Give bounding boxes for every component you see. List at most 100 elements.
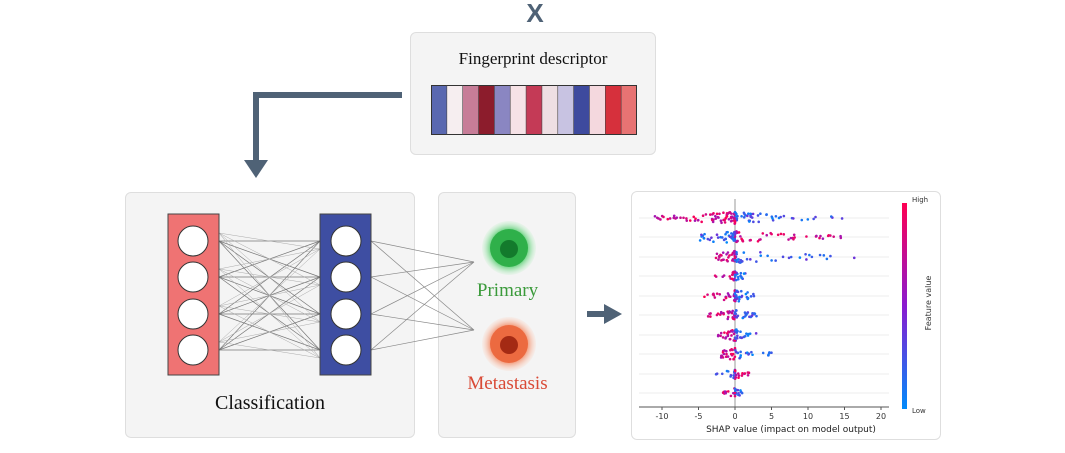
shap-point <box>672 214 676 218</box>
shap-point <box>736 275 740 279</box>
shap-point <box>744 292 748 296</box>
shap-point <box>710 236 713 239</box>
shap-tick-label: 0 <box>732 412 737 421</box>
shap-point <box>754 332 758 335</box>
shap-point <box>713 274 717 277</box>
shap-point <box>747 220 751 223</box>
shap-point <box>737 299 741 303</box>
shap-point <box>755 314 758 318</box>
shap-tick-label: 15 <box>839 412 849 421</box>
shap-tick-label: 10 <box>803 412 813 421</box>
shap-point <box>759 212 762 216</box>
shap-point <box>722 311 725 315</box>
fingerprint-bit <box>557 85 575 135</box>
shap-point <box>685 217 688 220</box>
shap-point <box>757 220 761 224</box>
shap-point <box>829 215 833 218</box>
shap-point <box>735 316 739 319</box>
shap-point <box>715 292 719 295</box>
shap-point <box>755 260 758 263</box>
input-node <box>177 334 209 366</box>
shap-point <box>727 256 730 259</box>
shap-point <box>706 237 710 241</box>
metastasis-cell-icon <box>482 317 536 371</box>
shap-point <box>733 387 737 391</box>
shap-point <box>718 293 722 296</box>
shap-point <box>765 233 769 237</box>
shap-point <box>747 212 750 215</box>
shap-point <box>733 258 737 262</box>
shap-point <box>747 352 751 356</box>
shap-point <box>748 239 752 242</box>
shap-point <box>740 374 744 377</box>
shap-point <box>740 336 744 340</box>
shap-point <box>806 218 810 221</box>
shap-point <box>729 394 733 398</box>
shap-point <box>821 237 825 240</box>
shap-point <box>814 215 817 219</box>
shap-point <box>712 240 715 244</box>
shap-point <box>720 372 724 376</box>
shap-point <box>730 311 734 315</box>
shap-point <box>742 335 746 339</box>
shap-point <box>713 296 717 299</box>
shap-point <box>792 237 795 241</box>
hidden-node <box>330 334 362 366</box>
shap-point <box>740 237 743 241</box>
shap-point <box>752 220 755 224</box>
shap-point <box>731 259 734 262</box>
shap-point <box>761 351 765 355</box>
shap-point <box>730 253 734 256</box>
shap-point <box>798 256 802 259</box>
shap-point <box>723 221 727 224</box>
shap-point <box>746 373 750 377</box>
fingerprint-bar <box>431 85 637 135</box>
shap-point <box>739 274 742 278</box>
shap-point <box>715 252 719 256</box>
shap-point <box>815 234 818 238</box>
shap-point <box>733 394 737 398</box>
shap-point <box>728 330 731 334</box>
shap-point <box>706 315 710 318</box>
shap-point <box>750 314 754 317</box>
shap-point <box>734 278 738 282</box>
shap-point <box>732 332 736 336</box>
shap-point <box>734 309 738 312</box>
shap-point <box>771 218 775 222</box>
fingerprint-bit <box>605 85 622 135</box>
shap-point <box>746 214 749 218</box>
shap-point <box>736 290 740 294</box>
shap-point <box>792 217 795 220</box>
shap-point <box>685 219 689 222</box>
fingerprint-bit <box>510 85 527 135</box>
fingerprint-bit <box>478 85 495 135</box>
shap-point <box>723 349 726 352</box>
shap-point <box>723 390 727 393</box>
fingerprint-bit <box>526 85 543 135</box>
shap-point <box>732 278 736 282</box>
shap-point <box>818 253 822 257</box>
shap-point <box>736 214 739 218</box>
shap-point <box>808 253 811 257</box>
shap-point <box>702 237 706 240</box>
shap-point <box>741 316 745 320</box>
shap-point <box>731 309 734 313</box>
shap-point <box>753 312 757 315</box>
shap-point <box>718 212 721 216</box>
fingerprint-bit <box>462 85 480 135</box>
shap-point <box>679 216 682 220</box>
shap-point <box>708 238 712 242</box>
down-arrowhead <box>244 160 268 178</box>
shap-point <box>829 254 832 258</box>
shap-point <box>716 236 720 239</box>
shap-point <box>726 212 730 215</box>
shap-point <box>740 391 744 395</box>
shap-point <box>767 353 770 357</box>
input-node <box>177 225 209 257</box>
shap-point <box>726 230 729 234</box>
shap-point <box>743 311 747 314</box>
shap-point <box>732 357 735 361</box>
shap-point <box>751 353 754 357</box>
shap-point <box>723 331 726 334</box>
shap-point <box>736 239 739 243</box>
